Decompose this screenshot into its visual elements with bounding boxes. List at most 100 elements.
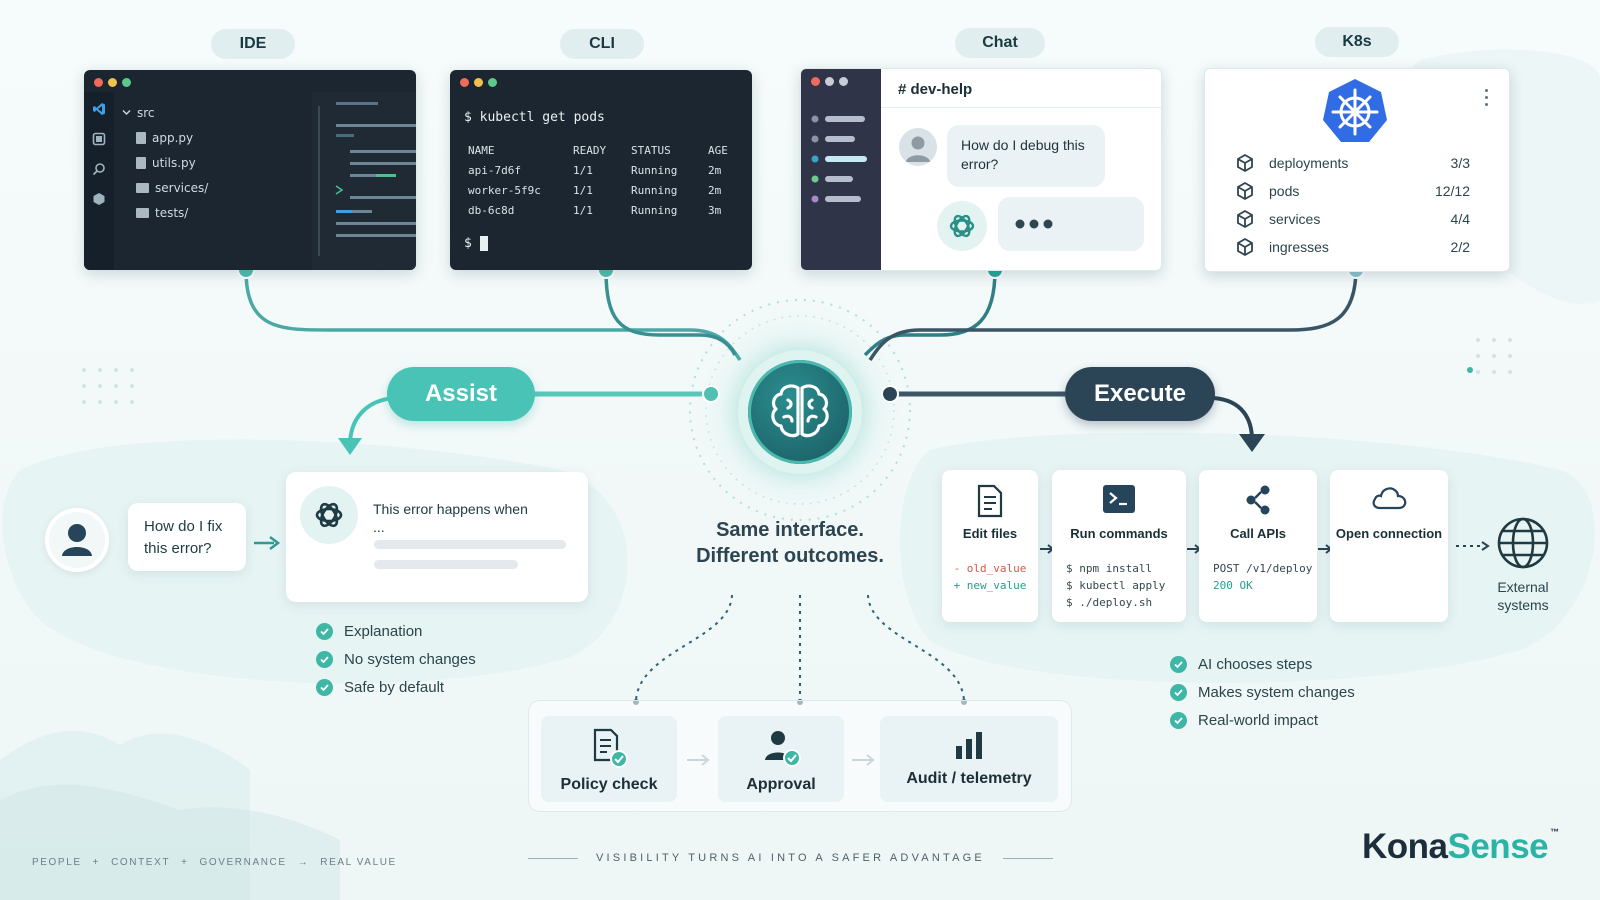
chat-sidebar [801,69,881,270]
list-item-label: AI chooses steps [1198,655,1313,673]
cell: Running [631,163,678,177]
cell: api-7d6f [468,163,521,177]
close-dot[interactable] [94,78,103,87]
footer-formula: PEOPLE + CONTEXT + GOVERNANCE → REAL VAL… [32,857,397,868]
bar-chart-icon [956,732,982,759]
openai-icon [315,502,343,528]
logo-part: Sense [1447,827,1549,866]
user-avatar [899,128,937,166]
typing-indicator [998,197,1144,251]
resource-name: services [1269,211,1321,227]
footer-word: PEOPLE [32,857,82,868]
cell: Running [631,203,678,217]
divider [1002,857,1053,859]
cli-prompt[interactable]: $ [464,236,488,251]
step-title: Run commands [1070,526,1168,541]
footer-word: REAL VALUE [320,857,397,868]
chevron-down-icon [122,110,131,115]
user-question-text: How do I fix this error? [144,518,223,557]
cube-icon [1237,237,1253,257]
file-tree: src app.py utils.py services/ tests/ [122,100,208,225]
list-item-label: No system changes [344,650,476,668]
api-request: POST /v1/deploy [1213,562,1313,575]
k8s-row-pods[interactable]: pods 12/12 [1235,181,1470,201]
external-systems-label: External systems [1497,579,1549,613]
check-icon [316,622,333,640]
globe-icon [1497,517,1549,569]
maximize-dot[interactable] [122,78,131,87]
caption-line-2: Different outcomes. [696,545,884,567]
document-icon [977,484,1003,518]
col-header: READY [573,143,607,157]
vscode-icon[interactable] [92,102,106,116]
close-dot[interactable] [811,77,820,86]
search-icon[interactable] [92,162,106,176]
maximize-dot[interactable] [488,78,497,87]
tree-label: tests/ [155,205,189,220]
k8s-window: deployments 3/3 pods 12/12 services 4/4 … [1204,68,1510,272]
tree-item-tests[interactable]: tests/ [122,200,208,225]
diff-lines: - old_value + new_value [942,560,1038,594]
tree-item-services[interactable]: services/ [122,175,208,200]
tree-label: services/ [155,180,209,195]
extensions-icon[interactable] [92,192,106,206]
user-check-icon [765,731,801,767]
minimize-dot[interactable] [474,78,483,87]
list-item: Safe by default [316,673,476,701]
list-item: AI chooses steps [1170,650,1355,678]
minimize-dot[interactable] [108,78,117,87]
maximize-dot[interactable] [839,77,848,86]
file-icon [136,156,146,169]
check-icon [1170,655,1187,673]
resource-count: 12/12 [1434,183,1470,199]
check-icon [316,678,333,696]
step-title: Call APIs [1230,526,1286,541]
k8s-row-ingresses[interactable]: ingresses 2/2 [1235,237,1470,257]
gov-policy-check: Policy check [541,716,677,802]
step-run-commands: Run commands $ npm install $ kubectl app… [1052,470,1186,622]
col-header: NAME [468,143,495,157]
folder-icon [136,207,149,218]
ide-activity-bar [84,92,114,270]
window-controls [94,78,131,87]
more-options-icon[interactable] [1485,89,1489,110]
close-dot[interactable] [460,78,469,87]
k8s-row-deployments[interactable]: deployments 3/3 [1235,153,1470,173]
step-title: Open connection [1335,526,1443,541]
gov-step-title: Approval [746,776,816,793]
assist-mode-pill: Assist [387,367,535,421]
caption-line-1: Same interface. [716,519,864,541]
tag-chat: Chat [955,28,1045,58]
channel-list[interactable] [801,107,881,267]
tree-item-app[interactable]: app.py [122,125,208,150]
diff-added: + new_value [953,579,1027,592]
chat-window: # dev-help How do I debug this error? [800,68,1162,271]
cell: 2m [708,163,722,177]
check-icon [1170,683,1187,701]
chat-question-bubble: How do I debug this error? [947,125,1105,187]
openai-icon [949,214,975,238]
footer-tagline: VISIBILITY TURNS AI INTO A SAFER ADVANTA… [528,852,1072,864]
policy-document-icon [593,728,628,768]
cube-icon [1237,209,1253,229]
code-editor[interactable] [312,92,416,270]
tag-cli: CLI [560,29,644,59]
tree-item-utils[interactable]: utils.py [122,150,208,175]
resource-count: 3/3 [1450,155,1470,171]
explorer-icon[interactable] [92,132,106,146]
share-icon [1246,485,1270,515]
execute-outcomes: AI chooses steps Makes system changes Re… [1170,650,1355,734]
list-item-label: Makes system changes [1198,683,1355,701]
tree-item-src[interactable]: src [122,100,208,125]
gov-approval: Approval [718,716,844,802]
window-controls [811,77,848,86]
footer-symbol: + [92,857,101,868]
tag-ide: IDE [211,29,295,59]
cell: Running [631,183,678,197]
k8s-row-services[interactable]: services 4/4 [1235,209,1470,229]
diff-removed: - old_value [953,562,1027,575]
tree-label: src [137,105,155,120]
cube-icon [1237,181,1253,201]
minimize-dot[interactable] [825,77,834,86]
